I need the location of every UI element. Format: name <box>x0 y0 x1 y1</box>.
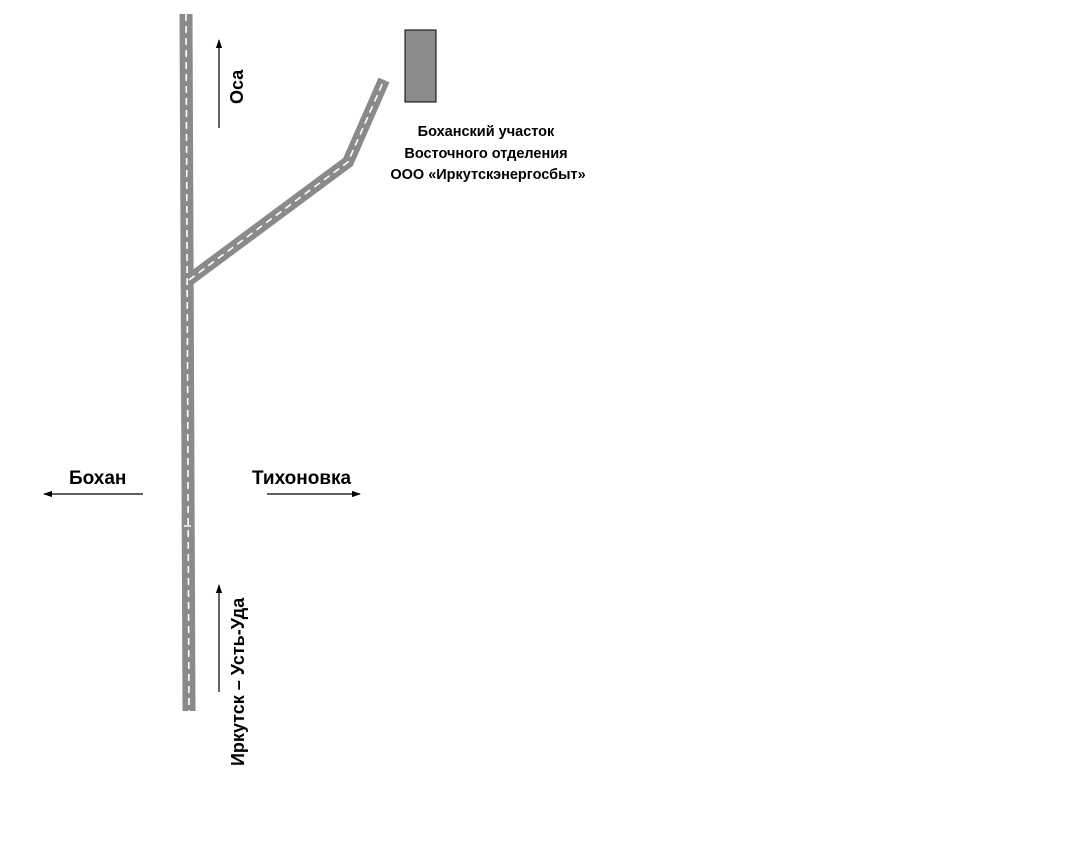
direction-label-tikhonovka: Тихоновка <box>252 468 352 489</box>
office-label-line1: Боханский участок <box>418 124 555 140</box>
branch-road <box>185 77 390 285</box>
cross-road-body <box>0 518 410 534</box>
direction-label-irkutsk-ust-uda: Иркутск – Усть-Уда <box>228 597 248 766</box>
office-label: Боханский участок Восточного отделения О… <box>390 124 585 183</box>
main-road <box>179 13 196 712</box>
direction-irkutsk-ust-uda: Иркутск – Усть-Уда <box>215 584 248 766</box>
direction-label-osa: Оса <box>227 69 247 104</box>
direction-tikhonovka: Тихоновка <box>252 468 361 498</box>
direction-bokhan: Бохан <box>43 468 143 498</box>
direction-osa: Оса <box>215 39 247 128</box>
building-icon <box>404 29 437 103</box>
branch-road-centerline <box>188 79 385 281</box>
office-label-line2: Восточного отделения <box>404 146 567 162</box>
branch-road-body <box>185 77 390 285</box>
main-road-centerline <box>185 13 190 712</box>
office-label-line3: ООО «Иркутскэнергосбыт» <box>390 167 585 183</box>
cross-road <box>0 518 410 534</box>
direction-label-bokhan: Бохан <box>69 468 126 489</box>
